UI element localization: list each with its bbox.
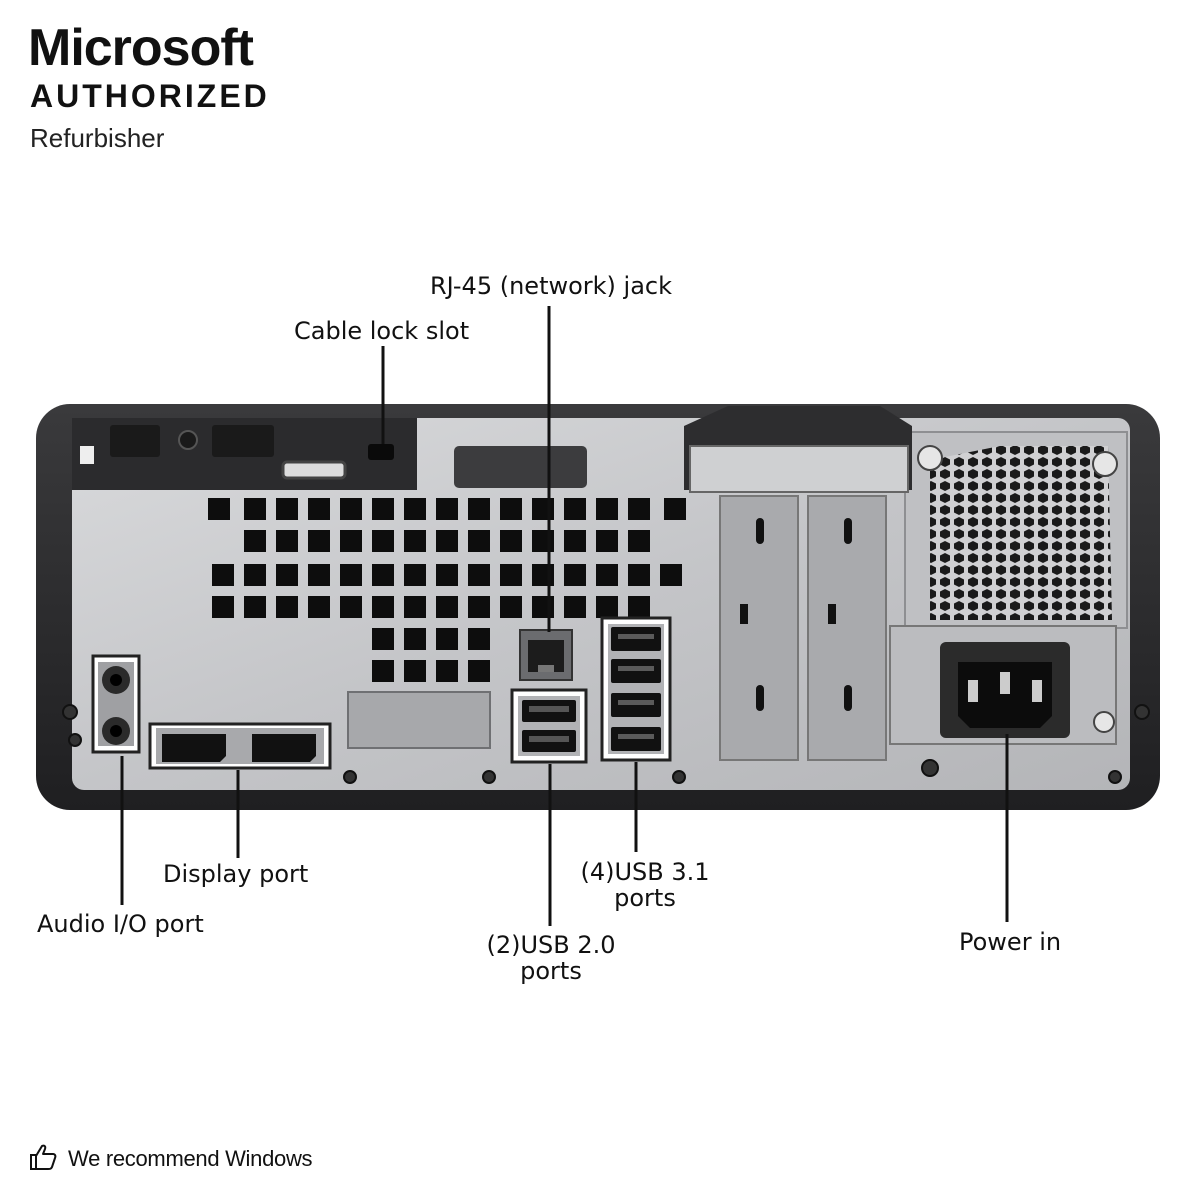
usb20-label-line1: (2)USB 2.0 <box>486 931 616 959</box>
vent-hole <box>308 530 330 552</box>
vent-hole <box>340 498 362 520</box>
vent-hole <box>212 596 234 618</box>
usb31-label-line2: ports <box>614 884 676 912</box>
rubber-pad <box>454 446 587 488</box>
usb31-label: (4)USB 3.1 ports <box>560 859 730 911</box>
vent-hole <box>596 530 618 552</box>
vent-hole <box>436 628 458 650</box>
vent-hole <box>436 530 458 552</box>
vent-hole <box>564 596 586 618</box>
vent-hole <box>468 660 490 682</box>
vent-hole <box>276 530 298 552</box>
vent-hole <box>244 564 266 586</box>
vent-hole <box>340 596 362 618</box>
vent-hole <box>628 530 650 552</box>
vent-hole <box>244 498 266 520</box>
vent-hole <box>660 564 682 586</box>
usb31-label-line1: (4)USB 3.1 <box>580 858 710 886</box>
vent-hole <box>372 530 394 552</box>
vent-hole <box>596 498 618 520</box>
vent-hole <box>372 564 394 586</box>
vent-hole <box>404 564 426 586</box>
vent-hole <box>664 498 686 520</box>
audio-ports <box>91 654 141 754</box>
vent-hole <box>532 498 554 520</box>
vent-hole <box>628 564 650 586</box>
vent-hole <box>532 596 554 618</box>
vent-hole <box>244 596 266 618</box>
vent-hole <box>244 530 266 552</box>
vent-hole <box>500 498 522 520</box>
vent-hole <box>596 596 618 618</box>
vent-hole <box>208 498 230 520</box>
usb20-label-line2: ports <box>520 957 582 985</box>
vent-hole <box>212 564 234 586</box>
brand-subtitle: AUTHORIZED <box>30 78 270 114</box>
vent-hole <box>532 530 554 552</box>
cable-lock-slot <box>368 444 394 460</box>
top-left-slots <box>80 425 347 480</box>
vent-hole <box>276 498 298 520</box>
vent-hole <box>308 498 330 520</box>
vent-hole <box>468 498 490 520</box>
leader-lines <box>120 306 1009 926</box>
vent-hole <box>404 530 426 552</box>
vent-hole <box>628 498 650 520</box>
rj45-jack <box>519 629 573 681</box>
vent-hole <box>468 564 490 586</box>
power-inlet <box>889 625 1117 745</box>
vent-grid <box>208 498 686 682</box>
vent-hole <box>340 530 362 552</box>
vent-hole <box>340 564 362 586</box>
audio-port-label: Audio I/O port <box>37 910 204 938</box>
blank-plate <box>347 691 491 749</box>
vent-hole <box>436 564 458 586</box>
footer-text: We recommend Windows <box>68 1146 313 1171</box>
vent-hole <box>404 596 426 618</box>
footer-recommendation: We recommend Windows <box>28 1142 313 1176</box>
vent-hole <box>308 596 330 618</box>
vent-hole <box>564 530 586 552</box>
vent-hole <box>404 498 426 520</box>
usb20-label: (2)USB 2.0 ports <box>466 932 636 984</box>
expansion-slots <box>684 406 912 761</box>
vent-hole <box>596 564 618 586</box>
vent-hole <box>500 564 522 586</box>
psu-fan-grill <box>917 445 1118 620</box>
power-in-label: Power in <box>959 928 1062 956</box>
vent-hole <box>372 498 394 520</box>
brand-title: Microsoft <box>28 19 254 77</box>
thumbs-up-icon <box>28 1142 58 1176</box>
vent-hole <box>436 660 458 682</box>
vent-hole <box>564 498 586 520</box>
vent-hole <box>276 564 298 586</box>
vent-hole <box>436 498 458 520</box>
display-port-label: Display port <box>163 860 309 888</box>
vent-hole <box>500 596 522 618</box>
display-ports <box>148 722 332 770</box>
usb20-ports <box>510 688 588 764</box>
vent-hole <box>468 596 490 618</box>
vent-hole <box>468 530 490 552</box>
vent-hole <box>276 596 298 618</box>
vent-hole <box>404 628 426 650</box>
rj45-label: RJ-45 (network) jack <box>430 272 673 300</box>
brand-tagline: Refurbisher <box>30 123 165 153</box>
vent-hole <box>308 564 330 586</box>
vent-hole <box>532 564 554 586</box>
vent-hole <box>500 530 522 552</box>
vent-hole <box>564 564 586 586</box>
screws <box>62 704 1150 784</box>
vent-hole <box>468 628 490 650</box>
vent-hole <box>628 596 650 618</box>
vent-hole <box>436 596 458 618</box>
vent-hole <box>372 660 394 682</box>
cable-lock-label: Cable lock slot <box>294 317 470 345</box>
usb31-ports <box>600 616 672 762</box>
vent-hole <box>372 628 394 650</box>
vent-hole <box>404 660 426 682</box>
vent-hole <box>372 596 394 618</box>
